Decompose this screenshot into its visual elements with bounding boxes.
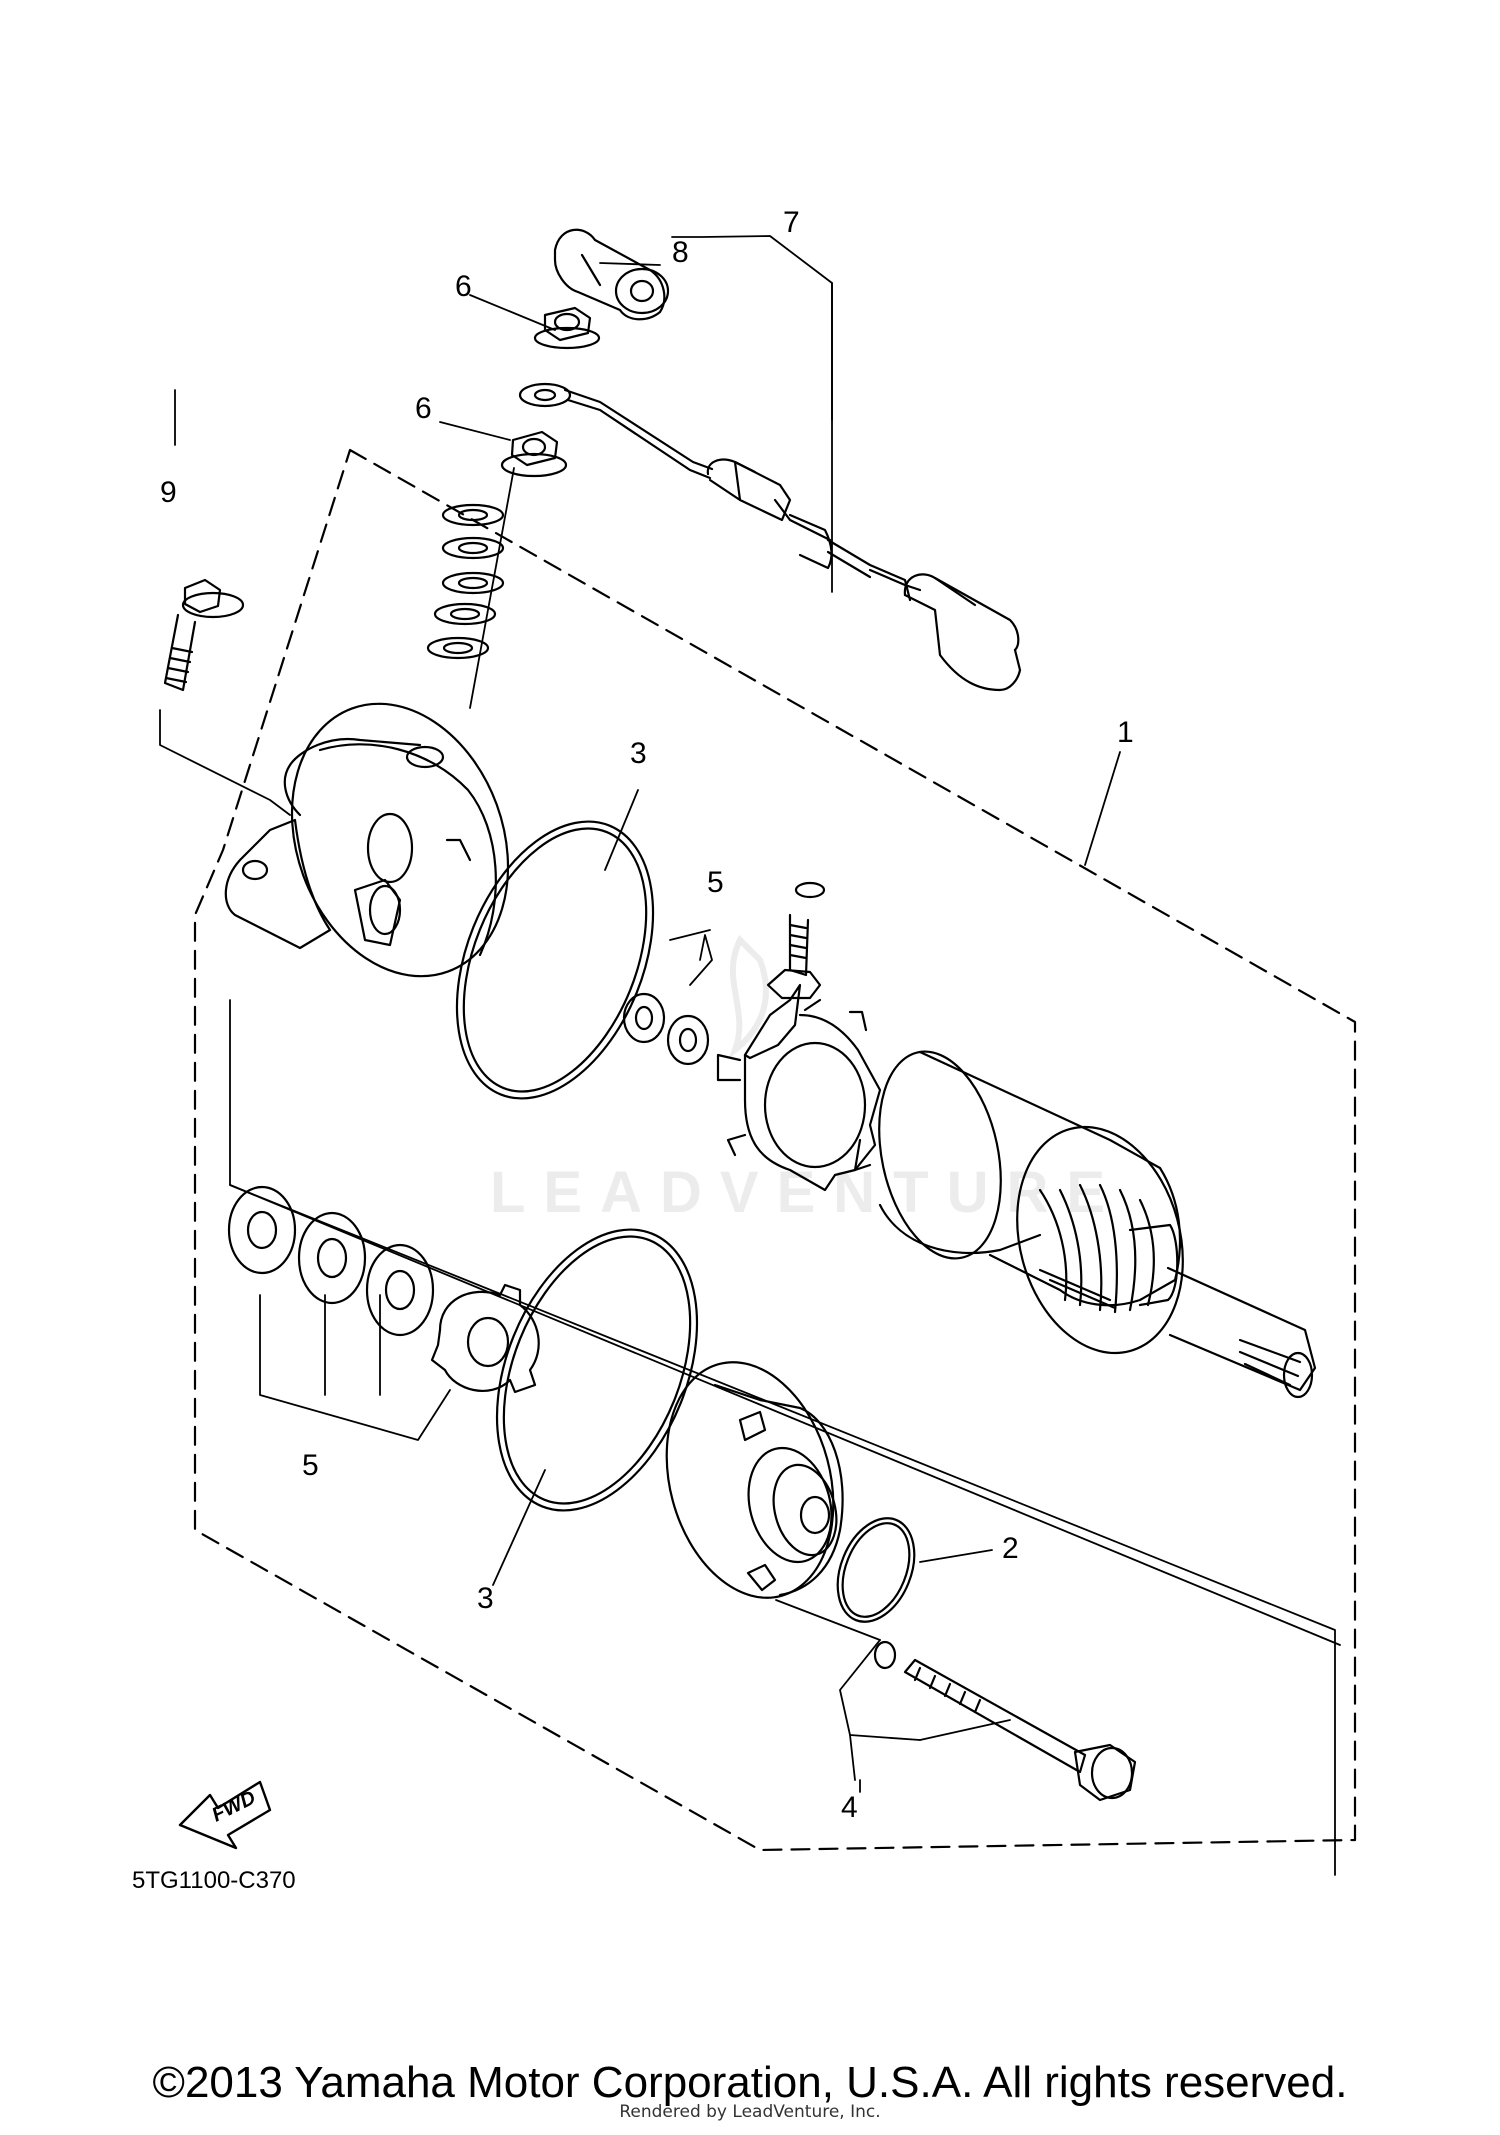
- o-ring-3-lower: [495, 1228, 699, 1512]
- rendered-by-text: Rendered by LeadVenture, Inc.: [619, 2102, 881, 2122]
- callout-7: 7: [783, 206, 800, 239]
- watermark-flame-icon: [728, 934, 769, 1060]
- washers-5-upper: [622, 992, 710, 1066]
- diagram-code: 5TG1100-C370: [132, 1867, 296, 1894]
- rear-cover: [665, 1361, 844, 1599]
- callout-5-upper: 5: [707, 866, 724, 899]
- callout-3-upper: 3: [630, 737, 647, 770]
- nut-6-upper: [533, 306, 601, 350]
- watermark-text: LEADVENTURE: [490, 1160, 1123, 1225]
- washer-stack: [426, 503, 505, 660]
- callout-3-lower: 3: [477, 1582, 494, 1615]
- callout-2: 2: [1002, 1532, 1019, 1565]
- brush-holder-plate: [716, 881, 882, 1192]
- callout-1: 1: [1117, 716, 1134, 749]
- yoke-cover: [224, 702, 510, 978]
- callout-9: 9: [160, 476, 177, 509]
- callout-5-lower: 5: [302, 1449, 319, 1482]
- callout-8: 8: [672, 236, 689, 269]
- leader-lines: [159, 235, 1341, 1876]
- callout-4: 4: [841, 1791, 858, 1824]
- assembly-outline: [193, 448, 1357, 1852]
- bolt-9: [163, 578, 245, 692]
- fwd-arrow-icon: [178, 1780, 272, 1850]
- callout-6-lower: 6: [415, 392, 432, 425]
- nut-6-lower: [500, 430, 568, 478]
- washers-5-lower: [227, 1185, 435, 1337]
- lock-washer-lower: [430, 1283, 540, 1394]
- callout-labels: 7 8 6 6 9 1 3 5 5 3 2 4: [160, 206, 1134, 1824]
- cap-8: [553, 228, 670, 321]
- lead-wire-7: [518, 382, 1022, 692]
- o-ring-2: [836, 1517, 916, 1623]
- o-ring-3-upper: [455, 820, 655, 1100]
- bolt-4: [873, 1640, 1137, 1802]
- armature: [878, 1050, 1317, 1399]
- callout-6-upper: 6: [455, 270, 472, 303]
- copyright-text: ©2013 Yamaha Motor Corporation, U.S.A. A…: [152, 2058, 1348, 2107]
